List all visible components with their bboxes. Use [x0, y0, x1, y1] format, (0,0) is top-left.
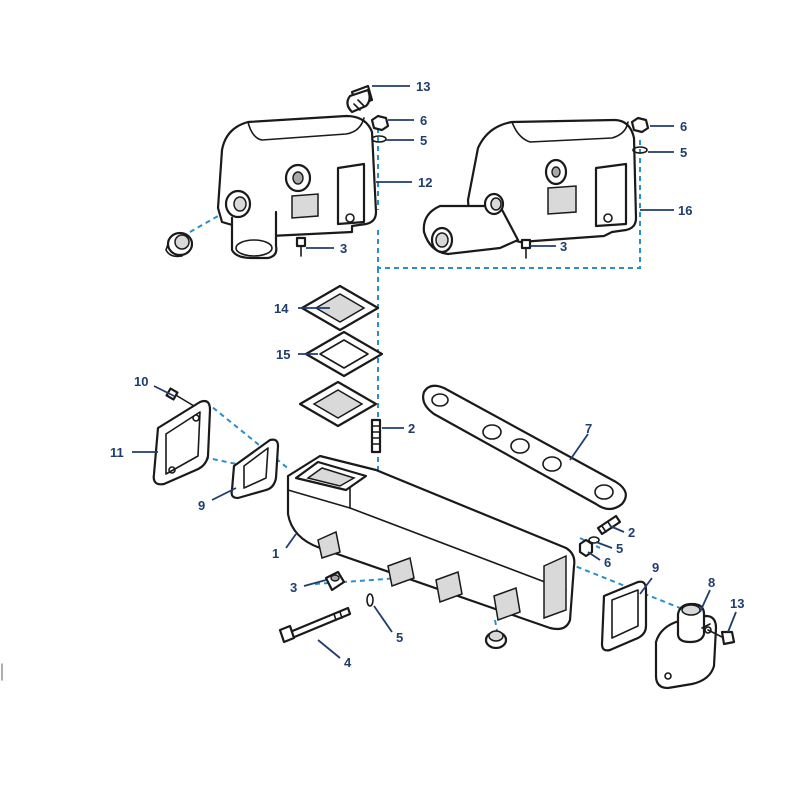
end-cover-8: [654, 602, 718, 690]
callout-2-right: 2: [628, 525, 635, 540]
gasket-15: [304, 330, 384, 378]
callout-5-bottom: 5: [396, 630, 403, 645]
stud-2-right: [596, 514, 622, 536]
callout-2-top: 2: [408, 421, 415, 436]
exhaust-elbow-right: [422, 118, 638, 256]
nut-left: [370, 114, 390, 143]
callout-5-left: 5: [420, 133, 427, 148]
callout-15: 15: [276, 347, 290, 362]
callout-14: 14: [274, 301, 289, 316]
callout-8: 8: [708, 575, 715, 590]
bolt-3-right: [520, 238, 532, 259]
washer-5-right: [588, 536, 600, 544]
callout-5-mid: 5: [616, 541, 623, 556]
bolt-10: [165, 387, 195, 407]
callout-6-right: 6: [680, 119, 687, 134]
manifold-plug: [484, 630, 508, 650]
callout-3-left: 3: [340, 241, 347, 256]
gasket-9-left: [230, 438, 280, 500]
exhaust-manifold: [286, 454, 576, 631]
callout-9-left: 9: [198, 498, 205, 513]
washer-5-bottom: [366, 593, 374, 607]
gasket-14: [300, 284, 380, 332]
stud-2-top: [370, 418, 382, 454]
fitting-3-bottom: [324, 570, 346, 592]
callout-10: 10: [134, 374, 148, 389]
callout-13-top: 13: [416, 79, 430, 94]
exhaust-elbow-left: [216, 114, 378, 260]
gasket-lower: [298, 380, 378, 428]
fitting-13-top: [346, 84, 374, 114]
callout-11: 11: [110, 445, 124, 460]
callout-3-bottom: 3: [290, 580, 297, 595]
callout-6-left: 6: [420, 113, 427, 128]
callout-labels: 13 6 5 12 3 6 5 16 3 14 15 2 10 11 9 1 3…: [110, 79, 744, 670]
callout-13-right: 13: [730, 596, 744, 611]
callout-6-bottom: 6: [604, 555, 611, 570]
gasket-7: [422, 384, 627, 511]
callout-1: 1: [272, 546, 279, 561]
bolt-4: [278, 606, 352, 644]
end-cover-11: [152, 399, 212, 486]
callout-9-right: 9: [652, 560, 659, 575]
bolt-3-left: [295, 236, 307, 257]
callout-3-right: 3: [560, 239, 567, 254]
drain-plug-left: [165, 231, 194, 258]
callout-7: 7: [585, 421, 592, 436]
callout-5-right: 5: [680, 145, 687, 160]
callout-16: 16: [678, 203, 692, 218]
callout-4: 4: [344, 655, 352, 670]
leader-lines: [132, 85, 737, 659]
nut-right: [630, 116, 650, 154]
gasket-9-right: [600, 580, 648, 652]
callout-12: 12: [418, 175, 432, 190]
